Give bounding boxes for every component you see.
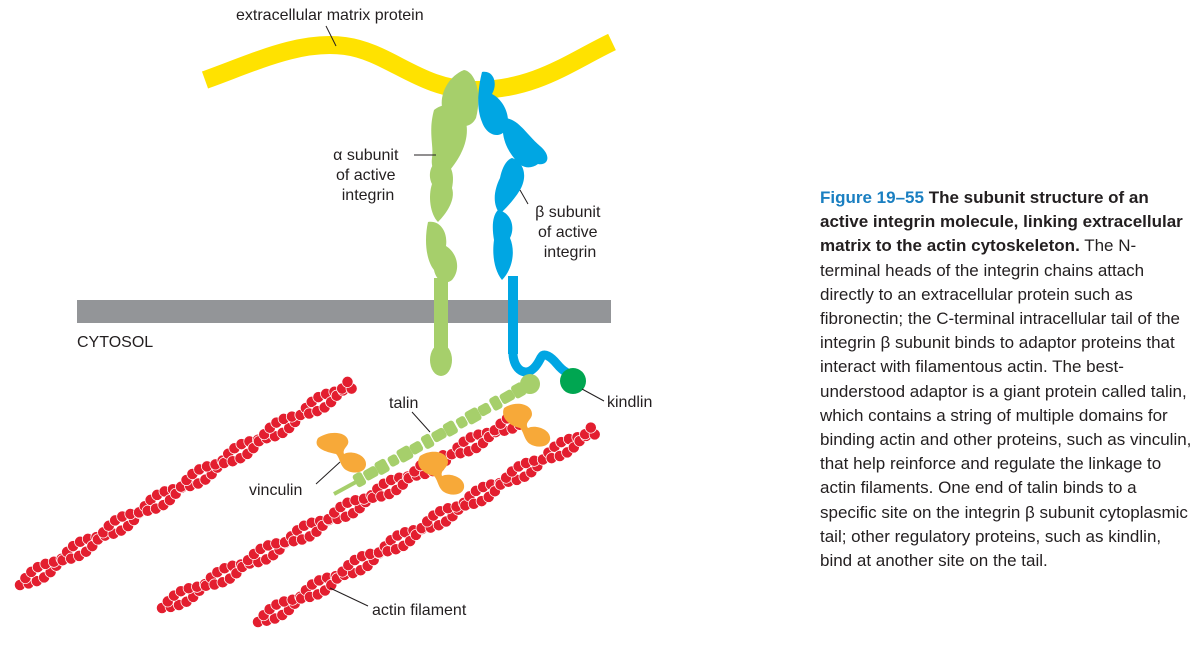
beta-integrin-subunit — [478, 71, 571, 377]
label-actin-filament: actin filament — [372, 602, 467, 619]
vinculin-molecule — [316, 432, 366, 473]
actin-filament — [252, 421, 601, 628]
talin-leader — [411, 411, 431, 433]
plasma-membrane — [77, 300, 611, 323]
label-alpha-line-1: α subunit — [333, 147, 399, 164]
actin-leader — [329, 587, 369, 607]
talin — [333, 374, 540, 496]
talin-domain — [464, 407, 482, 425]
kindlin-leader — [581, 388, 605, 402]
vinculin-molecule — [418, 451, 465, 495]
alpha-integrin-subunit — [426, 70, 479, 376]
actin-filament — [14, 375, 358, 591]
figure-body: The N-terminal heads of the integrin cha… — [820, 236, 1192, 571]
kindlin — [560, 368, 586, 394]
label-talin: talin — [389, 395, 418, 412]
talin-tail — [333, 480, 357, 496]
figure-title: The subunit structure of an active integ… — [820, 188, 1183, 256]
talin-domain — [511, 382, 527, 399]
vinculin-molecules — [316, 403, 551, 495]
figure-number: Figure 19–55 — [820, 188, 924, 207]
talin-domain — [387, 454, 400, 467]
actin-monomer — [341, 375, 354, 388]
label-alpha-line-2: of active — [336, 167, 396, 184]
talin-domain — [499, 389, 516, 404]
talin-head — [520, 374, 540, 394]
actin-filaments — [14, 375, 601, 628]
label-alpha-line-3: integrin — [342, 187, 394, 204]
talin-domain — [363, 466, 379, 481]
extracellular-matrix-protein — [201, 33, 616, 100]
talin-domain — [477, 402, 492, 417]
integrin-diagram: extracellular matrix protein α subunit o… — [14, 7, 652, 628]
vinculin-molecule — [503, 403, 551, 447]
label-beta-line-3: integrin — [544, 244, 596, 261]
talin-domain — [396, 445, 414, 463]
label-beta-subunit: β subunit of active integrin — [535, 204, 605, 261]
figure-caption: Figure 19–55 The subunit structure of an… — [820, 186, 1192, 573]
talin-domain — [431, 427, 447, 443]
leader-lines — [315, 25, 605, 607]
talin-domain — [420, 433, 435, 449]
beta-leader — [519, 189, 529, 205]
label-cytosol: CYTOSOL — [77, 334, 153, 351]
talin-domain — [455, 416, 468, 429]
talin-domain — [442, 420, 458, 437]
ecm-leader — [325, 25, 337, 47]
label-kindlin: kindlin — [607, 394, 652, 411]
talin-domain — [409, 441, 424, 455]
label-beta-line-1: β subunit — [535, 204, 601, 221]
talin-domain — [489, 395, 503, 411]
label-beta-line-2: of active — [538, 224, 598, 241]
label-ecm: extracellular matrix protein — [236, 7, 424, 24]
actin-monomer — [584, 421, 597, 434]
vinculin-leader — [315, 461, 341, 485]
actin-filament — [156, 408, 526, 614]
label-vinculin: vinculin — [249, 482, 302, 499]
label-alpha-subunit: α subunit of active integrin — [333, 147, 403, 204]
talin-domain — [374, 458, 390, 475]
